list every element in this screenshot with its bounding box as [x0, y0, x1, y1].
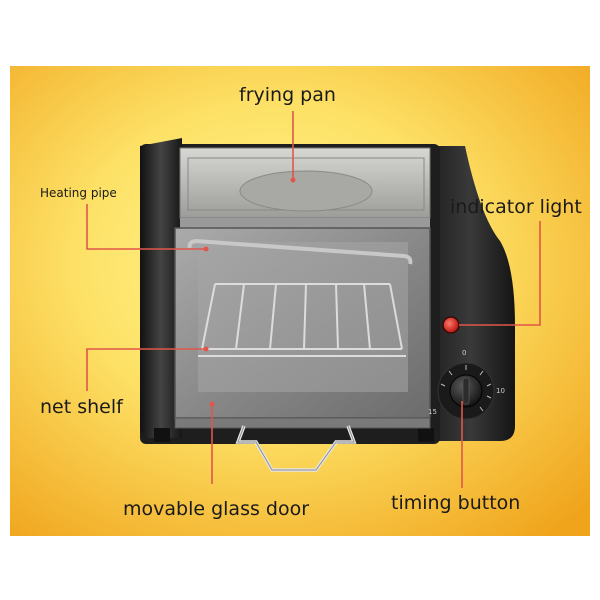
leader-indicator-light: [459, 221, 541, 326]
foot-left: [154, 428, 170, 442]
product-photo-panel: frying pan Heating pipe indicator light …: [10, 66, 590, 536]
frying-pan-well: [239, 170, 373, 212]
label-indicator-light: indicator light: [450, 196, 582, 218]
label-frying-pan: frying pan: [239, 84, 336, 106]
net-shelf: [198, 283, 406, 357]
left-side-panel: [140, 138, 182, 438]
label-net-shelf: net shelf: [40, 396, 123, 418]
label-timing-button: timing button: [391, 492, 521, 514]
leader-net-shelf: [86, 348, 206, 391]
label-movable-glass-door: movable glass door: [123, 498, 310, 520]
door-bottom-rail: [174, 417, 431, 429]
label-heating-pipe: Heating pipe: [40, 186, 117, 200]
dial-mark-15: 15: [428, 408, 437, 416]
dial-mark-0: 0: [462, 349, 467, 357]
upper-frame: [180, 218, 430, 228]
indicator-lamp: [442, 316, 460, 334]
timer-dial-ticks: [440, 365, 492, 412]
dial-mark-10: 10: [496, 387, 505, 395]
foot-right: [418, 428, 434, 442]
heating-pipe: [187, 238, 413, 265]
leader-heating-pipe: [86, 204, 206, 250]
control-housing: [425, 146, 515, 441]
toaster-oven-illustration: [10, 66, 590, 536]
leader-lines: [86, 111, 541, 488]
